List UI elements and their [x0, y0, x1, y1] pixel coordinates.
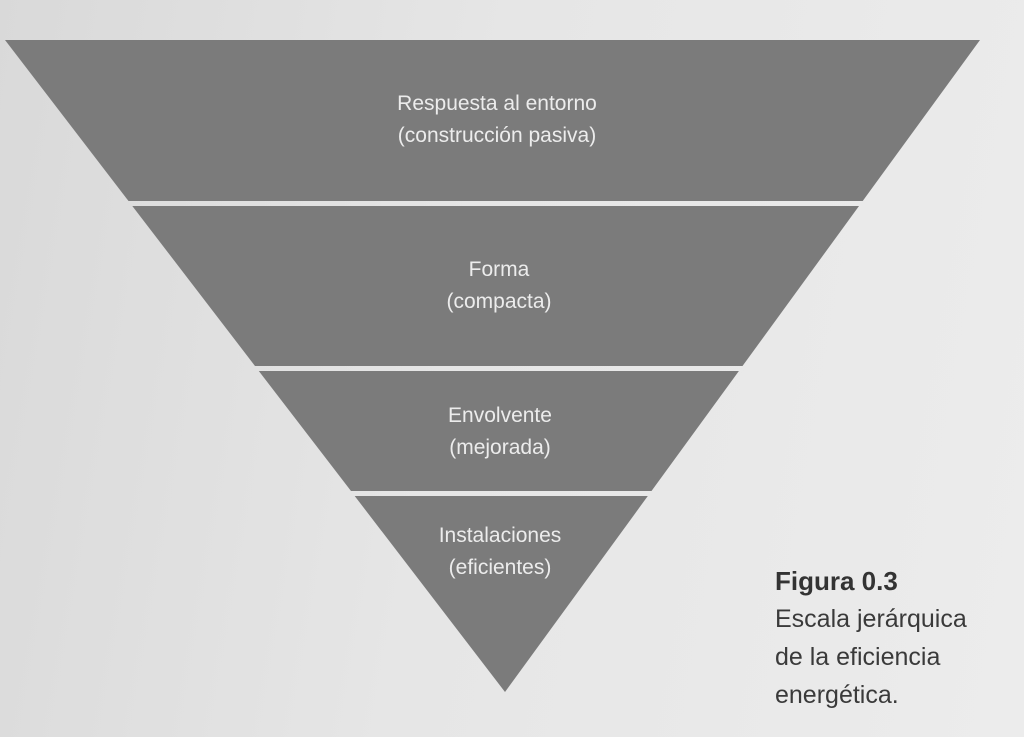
- level-1-band: [5, 40, 980, 201]
- caption-line: Escala jerárquica: [775, 605, 967, 633]
- figure-number: Figura 0.3: [775, 566, 898, 596]
- level-1-sublabel: (construcción pasiva): [398, 124, 596, 147]
- level-2-sublabel: (compacta): [446, 290, 551, 313]
- level-3-band: [258, 371, 739, 491]
- level-4-band: [354, 496, 648, 692]
- caption-line: de la eficiencia: [775, 643, 941, 671]
- level-2-label: Forma: [469, 258, 530, 281]
- level-2-band: [132, 206, 860, 366]
- level-4-sublabel: (eficientes): [449, 556, 552, 579]
- level-3-sublabel: (mejorada): [449, 436, 551, 459]
- level-3-label: Envolvente: [448, 404, 552, 427]
- figure-caption: Figura 0.3 Escala jerárquica de la efici…: [775, 562, 967, 714]
- level-1-label: Respuesta al entorno: [397, 92, 597, 115]
- caption-line: energética.: [775, 681, 899, 709]
- level-4-label: Instalaciones: [439, 524, 562, 547]
